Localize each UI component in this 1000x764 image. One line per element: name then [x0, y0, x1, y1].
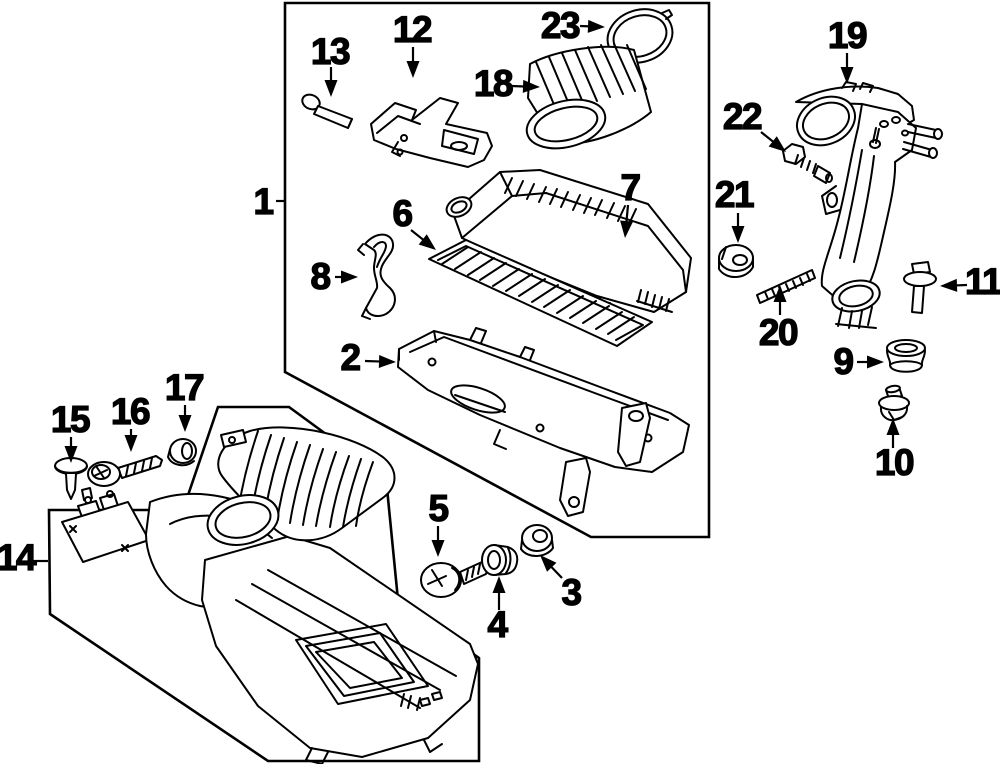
callout-arrowhead [64, 446, 78, 463]
callout-number: 3 [561, 572, 581, 613]
part-3-nut [520, 524, 554, 557]
callout-12: 12 [392, 8, 434, 78]
callout-9: 9 [833, 340, 884, 383]
callout-number: 23 [541, 5, 580, 46]
part-6-air-filter [428, 239, 653, 347]
callout-16: 16 [110, 390, 152, 452]
callout-3: 3 [540, 555, 584, 614]
part-16-screw [87, 455, 163, 487]
callout-arrowhead [768, 136, 786, 152]
callout-arrowhead [540, 555, 557, 572]
callout-23: 23 [540, 4, 605, 47]
callout-17: 17 [164, 366, 205, 432]
callout-number: 9 [833, 341, 853, 382]
callout-number: 2 [340, 337, 360, 378]
part-2-air-cleaner-body [397, 327, 690, 517]
callout-number: 12 [393, 9, 432, 50]
callout-7: 7 [620, 166, 642, 238]
callout-number: 20 [759, 312, 798, 353]
callout-arrowhead [940, 278, 958, 292]
part-18-air-duct [525, 43, 652, 150]
callout-number: 4 [487, 604, 508, 645]
part-8-bracket [357, 233, 396, 320]
callout-arrowhead [418, 234, 436, 250]
callout-arrowhead [341, 270, 358, 284]
callout-number: 1 [253, 181, 273, 222]
callout-arrowhead [587, 19, 605, 33]
callout-6: 6 [392, 192, 436, 250]
callout-number: 16 [111, 391, 150, 432]
callout-arrowhead [431, 540, 445, 557]
callout-19: 19 [827, 14, 869, 84]
part-4-grommet [481, 544, 519, 576]
callout-arrowhead [492, 576, 506, 593]
callout-arrowhead [124, 435, 138, 452]
part-5-screw [420, 561, 489, 598]
callout-number: 6 [392, 193, 412, 234]
callout-number: 18 [474, 63, 513, 104]
callout-15: 15 [50, 398, 92, 463]
callout-13: 13 [310, 30, 352, 97]
callout-4: 4 [487, 576, 511, 646]
callout-8: 8 [310, 255, 358, 298]
callout-number: 13 [311, 31, 350, 72]
callout-arrowhead [840, 67, 854, 84]
callout-arrowhead [773, 285, 787, 302]
callout-arrowhead [886, 418, 900, 435]
callout-1: 1 [253, 180, 286, 223]
group-box-main-assembly [283, 1, 711, 539]
part-19-intake-snorkel [795, 81, 943, 329]
part-13-bolt [301, 93, 353, 129]
callout-21: 21 [714, 173, 756, 243]
part-20-stud [756, 269, 816, 304]
callout-11: 11 [940, 260, 1000, 303]
callout-number: 7 [620, 167, 639, 208]
callout-20: 20 [758, 285, 800, 354]
part-17-grommet [167, 438, 197, 467]
part-10-clip [878, 384, 910, 422]
part-14-duct-corrugated [206, 426, 396, 546]
callout-number: 11 [965, 261, 1000, 302]
part-9-grommet [886, 339, 926, 373]
callout-number: 22 [723, 96, 762, 137]
callout-arrowhead [522, 79, 540, 93]
part-21-nut [718, 244, 754, 278]
callout-number: 5 [428, 488, 448, 529]
callout-10: 10 [874, 418, 916, 484]
part-22-sensor [782, 143, 833, 184]
callout-14: 14 [0, 536, 48, 579]
callout-arrowhead [324, 80, 338, 97]
callout-number: 19 [828, 15, 867, 56]
callout-number: 17 [165, 367, 203, 408]
callout-arrowhead [620, 220, 634, 238]
part-11-bolt [903, 261, 937, 314]
callout-5: 5 [428, 487, 451, 557]
callout-arrowhead [178, 415, 192, 432]
callout-number: 15 [51, 399, 90, 440]
callout-22: 22 [722, 95, 786, 152]
callout-arrowhead [731, 226, 745, 243]
callout-number: 21 [715, 174, 754, 215]
callout-arrowhead [378, 354, 396, 368]
callout-arrowhead [406, 61, 420, 78]
callout-number: 10 [875, 442, 914, 483]
part-12-bracket [370, 97, 493, 168]
callout-number: 14 [0, 537, 37, 578]
callout-18: 18 [473, 62, 540, 105]
part-7-air-cleaner-cover [445, 169, 692, 317]
callout-2: 2 [340, 336, 396, 379]
callout-arrowhead [867, 355, 884, 369]
callout-number: 8 [310, 256, 330, 297]
